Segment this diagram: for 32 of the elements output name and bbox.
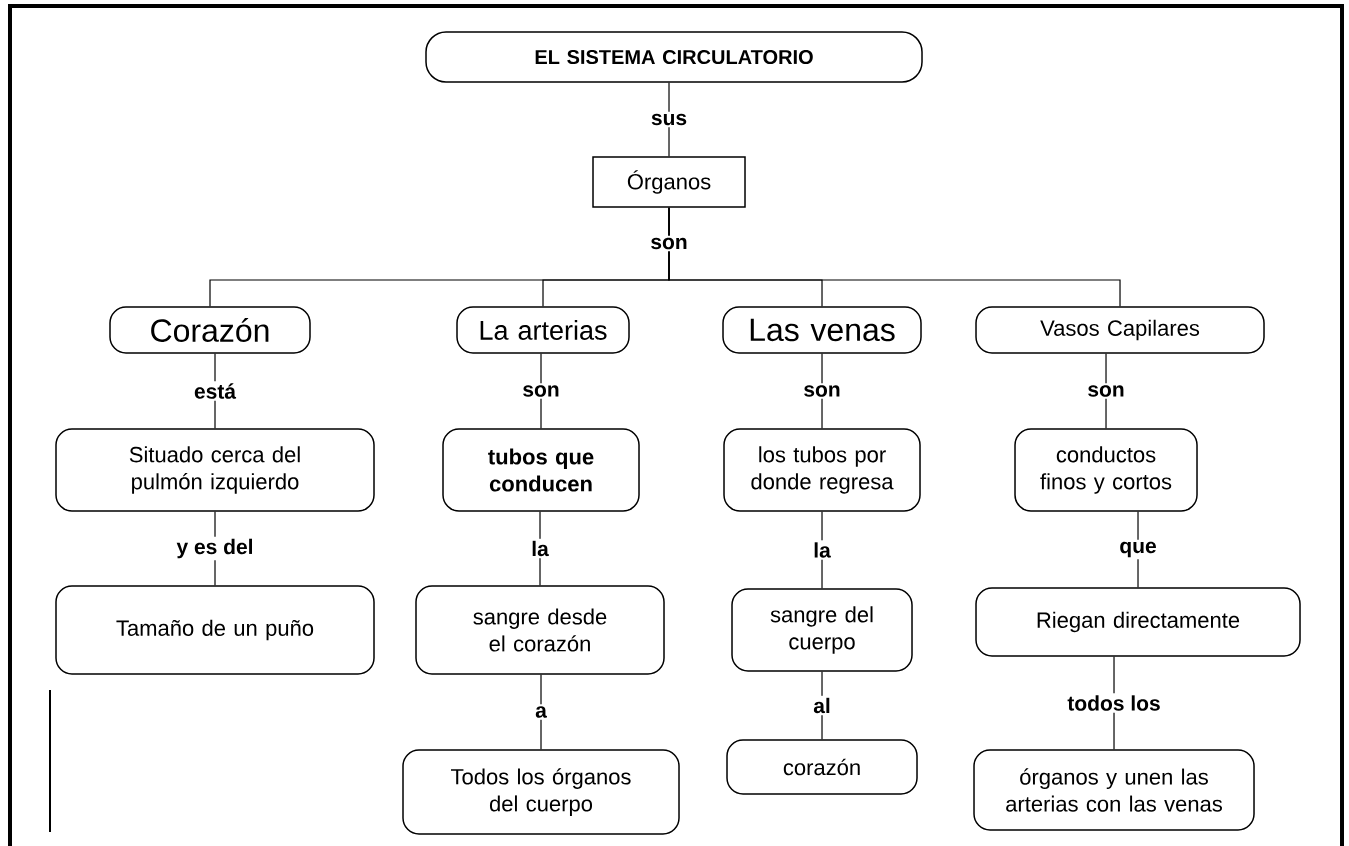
concept-box: órganos y unen las arterias con las venas (973, 749, 1255, 831)
concept-box: Tamaño de un puño (55, 585, 375, 675)
edge-label: son (801, 383, 843, 399)
concept-box: sangre del cuerpo (731, 588, 913, 672)
concept-box: Corazón (109, 306, 311, 354)
edge-label: la (529, 538, 551, 559)
edge-label: son (520, 383, 562, 399)
concept-box: tubos que conducen (442, 428, 640, 512)
edge-label: son (648, 235, 690, 252)
edge-label: sus (648, 111, 690, 128)
edge-label: que (1117, 539, 1159, 560)
concept-box: Vasos Capilares (975, 306, 1265, 354)
edge-label: son (1085, 383, 1127, 399)
concept-box: Todos los órganos del cuerpo (402, 749, 680, 835)
connector-line (668, 207, 1121, 307)
concept-box: Órganos (592, 156, 746, 208)
concept-box: sangre desde el corazón (415, 585, 665, 675)
connector-line (540, 674, 542, 750)
concept-box: Riegan directamente (975, 587, 1301, 657)
concept-box: Las venas (722, 306, 922, 354)
edge-label: todos los (1065, 693, 1163, 713)
edge-label: a (533, 704, 549, 720)
concept-box: La arterias (456, 306, 630, 354)
concept-box: conductos finos y cortos (1014, 428, 1198, 512)
edge-label: al (811, 695, 833, 716)
concept-box: Situado cerca del pulmón izquierdo (55, 428, 375, 512)
title-box: EL SISTEMA CIRCULATORIO (425, 31, 923, 83)
edge-label: está (192, 381, 238, 401)
edge-label: y es del (174, 536, 256, 561)
concept-box: corazón (726, 739, 918, 795)
concept-box: los tubos por donde regresa (723, 428, 921, 512)
edge-label: la (811, 540, 833, 560)
